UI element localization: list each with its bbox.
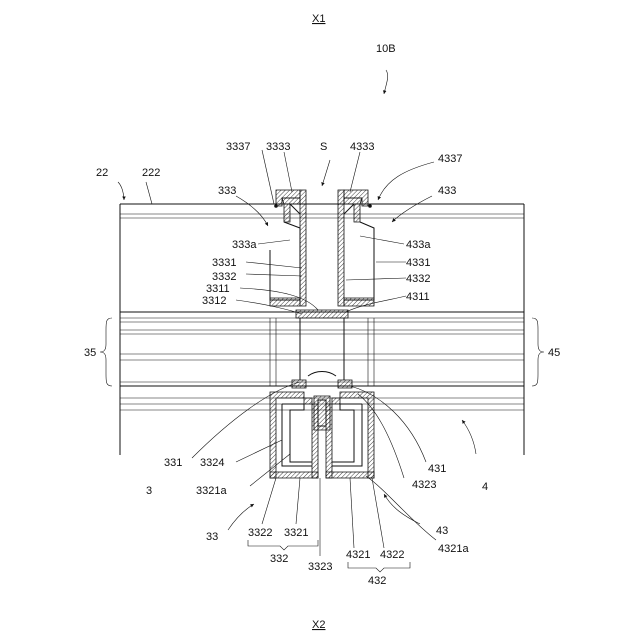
label-222: 222 [142,167,160,179]
label-33: 33 [206,531,218,543]
label-433: 433 [438,185,456,197]
profile-333 [270,190,306,306]
label-4333: 4333 [350,141,374,153]
label-3333: 3333 [266,141,290,153]
label-3312: 3312 [202,295,226,307]
label-4321a: 4321a [438,543,469,555]
label-45: 45 [548,347,560,359]
label-3337: 3337 [226,141,250,153]
label-4321: 4321 [346,549,370,561]
channel-432 [314,392,374,478]
label-3322: 3322 [248,527,272,539]
label-433a: 433a [406,239,431,251]
label-3: 3 [146,485,152,497]
label-3321a: 3321a [196,485,227,497]
braces [100,318,544,572]
label-4337: 4337 [438,153,462,165]
label-43: 43 [436,525,448,537]
label-4311: 4311 [406,291,430,303]
label-22: 22 [96,167,108,179]
label-3332: 3332 [212,271,236,283]
profile-433 [338,190,374,306]
label-35: 35 [84,347,96,359]
direction-bottom: X2 [312,619,325,631]
figure-ref-arrow [384,70,388,94]
figure-ref: 10B [376,43,396,55]
label-3324: 3324 [200,457,224,469]
label-3331: 3331 [212,257,236,269]
label-333a: 333a [232,239,257,251]
label-332: 332 [270,553,288,565]
label-3311: 3311 [206,283,230,295]
label-333: 333 [218,185,236,197]
label-4: 4 [482,481,488,493]
label-4331: 4331 [406,257,430,269]
label-4322: 4322 [380,549,404,561]
label-432: 432 [368,575,386,587]
label-s: S [320,141,327,153]
label-3321: 3321 [284,527,308,539]
label-431: 431 [428,463,446,475]
channel-332 [270,392,318,478]
label-4323: 4323 [412,479,436,491]
label-3323: 3323 [308,561,332,573]
label-4332: 4332 [406,273,430,285]
direction-top: X1 [312,13,325,25]
label-331: 331 [164,457,182,469]
